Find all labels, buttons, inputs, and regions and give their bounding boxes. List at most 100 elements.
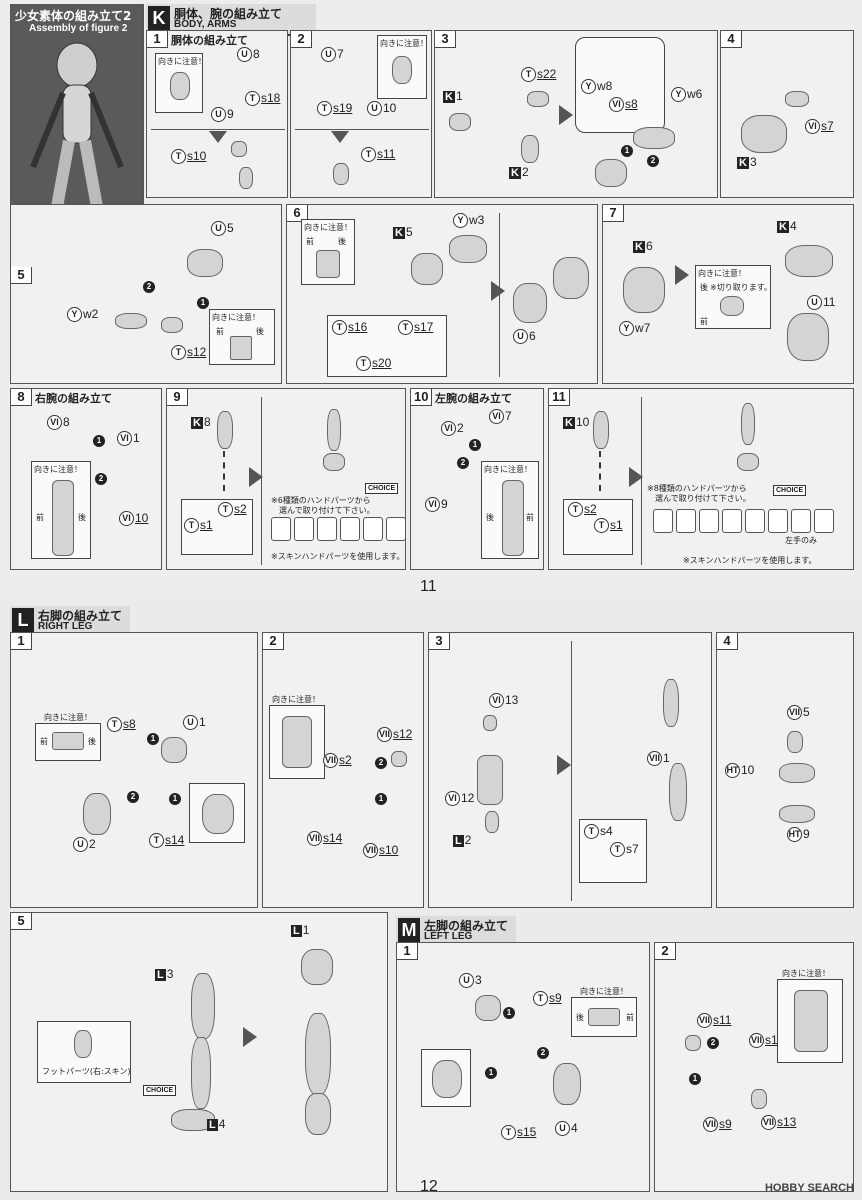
orientation-note: 向きに注意！ 前 後	[35, 713, 101, 761]
sequence-marker: 1	[169, 793, 181, 805]
back-label: 後	[256, 327, 264, 336]
arrow-down	[209, 131, 227, 143]
note-text: 向きに注意！	[580, 987, 628, 996]
hand-option	[340, 517, 360, 541]
part-shape	[502, 480, 524, 556]
divider	[151, 129, 285, 130]
part-shape	[685, 1035, 701, 1051]
note-text: 向きに注意！	[272, 695, 320, 704]
note-text: 向きに注意！	[304, 223, 352, 232]
hand-option	[768, 509, 788, 533]
step-title: 右腕の組み立て	[35, 392, 112, 405]
skin-note: ※スキンハンドパーツを使用します。	[683, 556, 817, 565]
sequence-marker: 2	[707, 1037, 719, 1049]
step-number: 1	[11, 633, 32, 650]
assembly-line	[599, 451, 601, 491]
choice-note: ※8種類のハンドパーツから	[647, 484, 747, 493]
note-text: 向きに注意！	[698, 269, 746, 278]
part-shape	[187, 249, 223, 277]
step-number: 2	[291, 31, 312, 48]
part-shape	[720, 296, 744, 316]
divider	[295, 129, 429, 130]
back-label: 後	[700, 283, 708, 292]
note-text: 向きに注意！	[44, 713, 92, 722]
part-shape	[202, 794, 234, 834]
assembly-line	[223, 451, 225, 491]
part-shape	[595, 159, 627, 187]
part-shape	[191, 1037, 211, 1109]
section-m-letter: M	[398, 918, 420, 942]
part-shape	[593, 411, 609, 449]
hand-option	[317, 517, 337, 541]
note-text: 向きに注意！	[484, 465, 532, 474]
step-title: 左腕の組み立て	[435, 392, 512, 405]
orientation-note: 向きに注意！	[269, 695, 325, 779]
choice-badge: CHOICE	[365, 483, 399, 494]
note-text: 向きに注意！	[34, 465, 82, 474]
part-shape	[161, 317, 183, 333]
arrow-right	[559, 105, 573, 125]
back-label: 後	[78, 513, 86, 522]
section-k-title-en: BODY, ARMS	[174, 19, 237, 30]
part-shape	[115, 313, 147, 329]
part-shape	[170, 72, 190, 100]
foot-note: フットパーツ(右:スキン)	[42, 1067, 131, 1076]
sequence-marker: 2	[537, 1047, 549, 1059]
arrow-right	[629, 467, 643, 487]
hand-option	[722, 509, 742, 533]
part-shape	[475, 995, 501, 1021]
back-label: 後	[486, 513, 494, 522]
part-shape	[282, 716, 312, 768]
part-shape	[432, 1060, 462, 1098]
page-number: 11	[420, 578, 437, 595]
page-number: 12	[420, 1178, 438, 1195]
foot-option-box: フットパーツ(右:スキン)	[37, 1021, 131, 1083]
part-shape	[785, 91, 809, 107]
part-shape	[527, 91, 549, 107]
sequence-marker: 2	[143, 281, 155, 293]
arrow-right	[243, 1027, 257, 1047]
part-shape	[787, 731, 803, 753]
choice-badge: CHOICE	[143, 1085, 177, 1096]
orientation-note: 向きに注意！	[377, 35, 428, 99]
back-label: 後	[88, 737, 96, 746]
part-shape	[391, 751, 407, 767]
